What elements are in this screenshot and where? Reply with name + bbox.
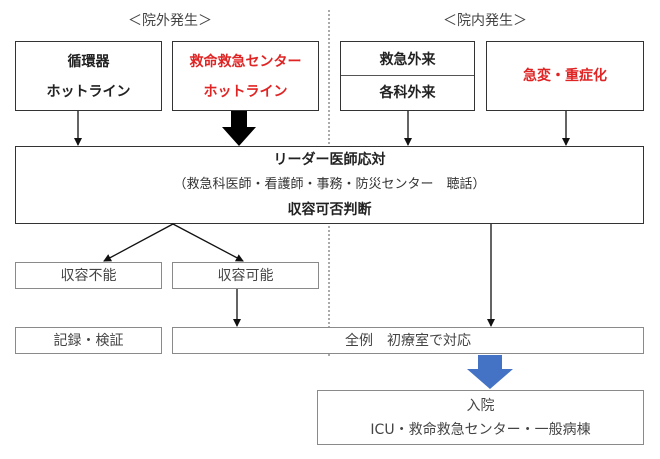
- cardio-hotline-line2: ホットライン: [46, 84, 131, 100]
- record-label: 記録・検証: [53, 333, 124, 349]
- arrow-leader-to-acceptable: [172, 223, 244, 262]
- header-outside: ＜院外発生＞: [128, 13, 212, 29]
- ecc-hotline-line1: 救命救急センター: [189, 54, 302, 70]
- sudden-change-box: 急変・重症化: [486, 41, 644, 111]
- arrow-to-admission-blue: [467, 355, 513, 389]
- er-outpatient-label: 救急外来: [379, 52, 436, 68]
- ecc-hotline-box: 救命救急センター ホットライン: [172, 41, 319, 111]
- sudden-change-label: 急変・重症化: [523, 68, 607, 84]
- record-box: 記録・検証: [15, 327, 162, 354]
- leader-title: リーダー医師応対: [273, 152, 386, 168]
- ecc-hotline-line2: ホットライン: [203, 84, 288, 100]
- acceptable-box: 収容可能: [172, 262, 319, 289]
- dept-outpatient-label: 各科外来: [379, 85, 436, 101]
- admission-title: 入院: [466, 398, 495, 414]
- header-inside: ＜院内発生＞: [443, 13, 527, 29]
- arrow-leader-to-not-acceptable: [103, 223, 174, 262]
- all-cases-label: 全例 初療室で対応: [345, 333, 471, 349]
- arrow-ecc-to-leader-thick: [222, 111, 256, 146]
- cardio-hotline-box: 循環器 ホットライン: [15, 41, 162, 111]
- admission-box: 入院 ICU・救命救急センター・一般病棟: [317, 390, 644, 445]
- cardio-hotline-line1: 循環器: [67, 54, 110, 70]
- leader-decision: 収容可否判断: [287, 202, 372, 218]
- outpatient-divider: [341, 75, 474, 76]
- admission-wards: ICU・救命救急センター・一般病棟: [370, 422, 591, 438]
- leader-members: （救急科医師・看護師・事務・防災センター 聴話）: [173, 177, 486, 192]
- outpatient-box: 救急外来 各科外来: [340, 41, 475, 111]
- not-acceptable-label: 収容不能: [60, 268, 117, 284]
- not-acceptable-box: 収容不能: [15, 262, 162, 289]
- all-cases-box: 全例 初療室で対応: [172, 327, 644, 354]
- acceptable-label: 収容可能: [217, 268, 274, 284]
- leader-doctor-box: リーダー医師応対 （救急科医師・看護師・事務・防災センター 聴話） 収容可否判断: [15, 146, 644, 224]
